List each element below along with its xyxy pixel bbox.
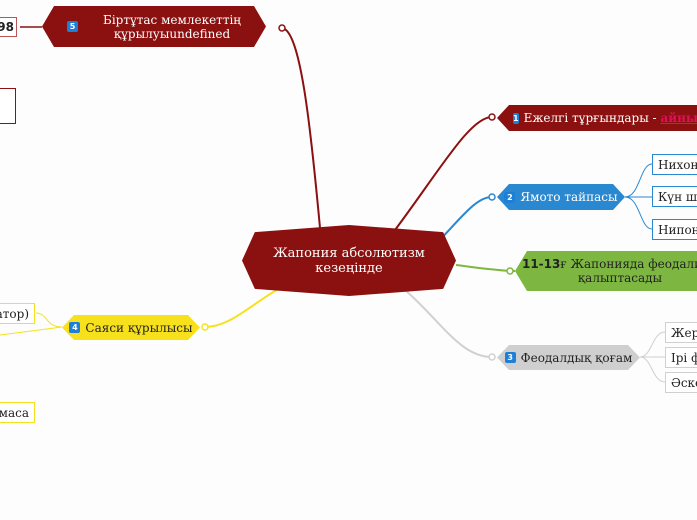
badge-2-icon: 2 — [504, 192, 515, 203]
badge-5-icon: 5 — [67, 21, 78, 32]
central-line2: кезеңінде — [315, 260, 383, 276]
topic-1[interactable]: 1 Ежелгі тұрғындары - айнылар — [497, 105, 697, 131]
topic-1-text: Ежелгі тұрғындары - — [523, 111, 661, 125]
topic-2-text: Ямото тайпасы — [520, 190, 618, 204]
leaf-iri[interactable]: Ірі ф — [665, 347, 697, 368]
topic-green-line1: ғ Жапонияда феодализм — [560, 257, 695, 271]
leaf-vator[interactable]: ватор) — [0, 303, 35, 324]
badge-4-icon: 4 — [69, 322, 80, 333]
central-topic[interactable]: Жапония абсолютизм кезеңінде — [242, 225, 456, 296]
topic-2[interactable]: 2 Ямото тайпасы — [497, 184, 625, 210]
topic-3[interactable]: 3 Феодалдық қоғам — [497, 345, 640, 370]
topic-green-bold: 11-13 — [521, 257, 561, 271]
leaf-empty[interactable] — [0, 88, 16, 124]
topic-green-line2: қалыптасады — [577, 271, 663, 285]
topic-4[interactable]: 4 Саяси құрылысы — [62, 315, 200, 340]
topic-green[interactable]: 11-13ғ Жапонияда феодализм қалыптасады — [515, 251, 697, 291]
leaf-kun[interactable]: Күн шы — [652, 186, 697, 207]
topic-4-text: Саяси құрылысы — [85, 320, 193, 335]
leaf-nihon[interactable]: Нихон — [652, 154, 697, 175]
leaf-nipon[interactable]: Нипон — [652, 219, 697, 240]
central-line1: Жапония абсолютизм — [273, 245, 425, 261]
leaf-imasa[interactable]: имаса — [0, 402, 35, 423]
badge-1-icon: 1 — [513, 113, 519, 123]
topic-1-link[interactable]: айнылар — [660, 111, 697, 125]
topic-5[interactable]: 5 Біртұтас мемлекеттің құрылуыundefined — [42, 6, 266, 47]
leaf-aske[interactable]: Әске — [665, 372, 697, 393]
topic-3-text: Феодалдық қоғам — [520, 350, 633, 365]
badge-3-icon: 3 — [505, 352, 516, 363]
leaf-98[interactable]: 98 — [0, 17, 17, 37]
topic-5-line2: құрылуыundefined — [113, 26, 231, 41]
leaf-zher[interactable]: Жер — [665, 322, 697, 343]
topic-5-line1: Біртұтас мемлекеттің — [103, 12, 241, 27]
